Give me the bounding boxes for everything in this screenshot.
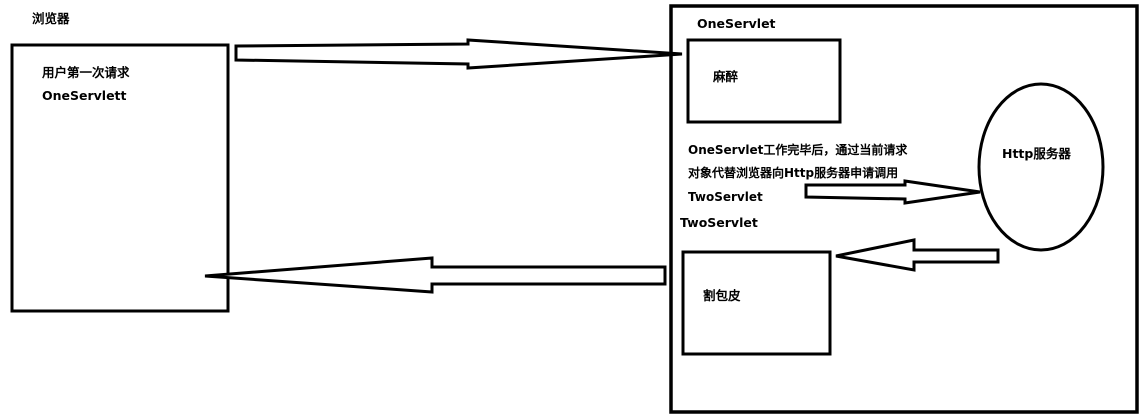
browser-box <box>10 43 230 313</box>
browser-title: 浏览器 <box>32 11 70 26</box>
http-server-label: Http服务器 <box>1002 146 1071 161</box>
browser-request-line2: OneServlett <box>42 88 127 103</box>
twoservlet-task: 割包皮 <box>703 288 741 303</box>
forward-arrow <box>804 179 981 205</box>
browser-request-line1: 用户第一次请求 <box>42 65 130 80</box>
twoservlet-box <box>681 250 832 356</box>
oneservlet-box <box>686 38 842 124</box>
server-title: OneServlet <box>697 16 776 31</box>
oneservlet-task: 麻醉 <box>713 69 739 84</box>
note-line2: 对象代替浏览器向Http服务器申请调用 <box>688 166 899 180</box>
twoservlet-title: TwoServlet <box>680 215 758 230</box>
note-line3: TwoServlet <box>688 190 763 204</box>
dispatch-arrow <box>835 238 1000 272</box>
note-line1: OneServlet工作完毕后，通过当前请求 <box>688 143 908 157</box>
request-arrow <box>234 38 683 70</box>
response-arrow <box>204 256 667 294</box>
http-server-ellipse <box>977 82 1105 252</box>
server-container-box <box>669 4 1139 414</box>
